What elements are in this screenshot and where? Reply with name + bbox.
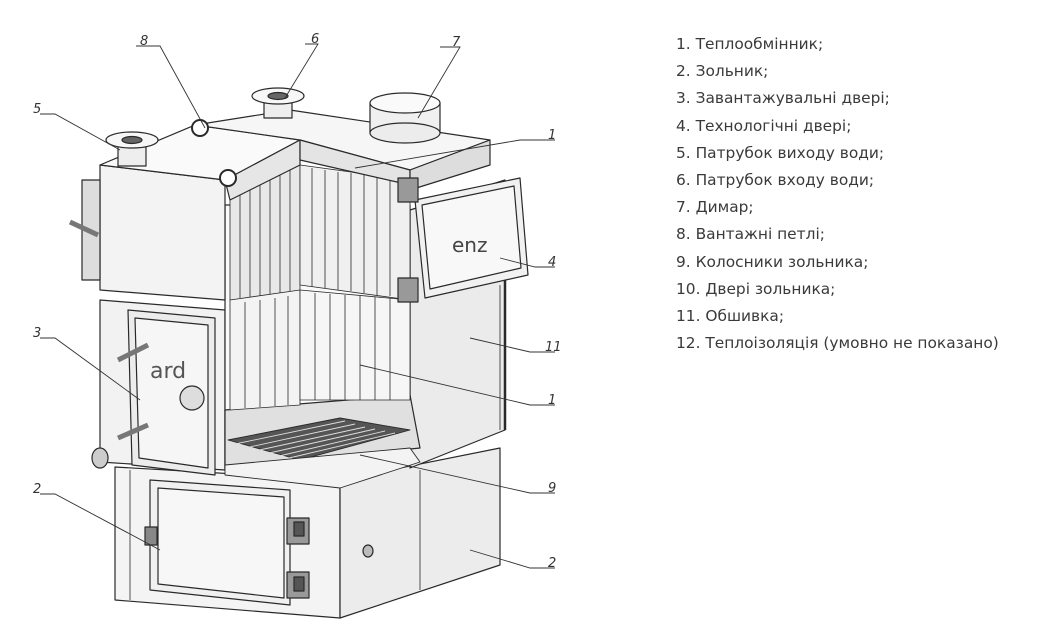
water-inlet-pipe xyxy=(251,87,305,119)
water-outlet-pipe xyxy=(105,131,159,167)
legend-item: 5. Патрубок виходу води; xyxy=(676,143,885,162)
legend-item: 1. Теплообмінник; xyxy=(676,35,824,53)
legend-item: 4. Технологічні двері; xyxy=(676,116,852,135)
loading-door-logo: ard xyxy=(150,359,186,384)
callout-4: 4 xyxy=(548,255,556,270)
legend-item: 8. Вантажні петлі; xyxy=(676,225,825,244)
callout-3: 3 xyxy=(33,326,41,341)
callout-labels: 5 8 6 7 1 4 11 3 1 9 2 2 xyxy=(33,32,562,571)
callout-1b: 1 xyxy=(548,393,556,408)
legend-item: 9. Колосники зольника; xyxy=(676,252,869,271)
heat-exchanger xyxy=(229,164,411,411)
chimney xyxy=(369,92,441,144)
callout-9: 9 xyxy=(548,481,556,496)
upper-left-housing xyxy=(99,124,301,301)
callout-1: 1 xyxy=(548,128,556,143)
parts-legend: 1. Теплообмінник; 2. Зольник; 3. Заванта… xyxy=(676,31,999,357)
leader-lines xyxy=(40,43,555,569)
legend-item: 3. Завантажувальні двері; xyxy=(676,89,890,108)
legend-item: 6. Патрубок входу води; xyxy=(676,171,875,190)
callout-5: 5 xyxy=(33,102,41,117)
ash-door xyxy=(144,479,310,606)
side-handle xyxy=(68,179,101,281)
tech-door: enz xyxy=(397,177,529,303)
legend-item: 2. Зольник; xyxy=(676,62,769,81)
callout-8: 8 xyxy=(140,34,148,49)
legend-item: 11. Обшивка; xyxy=(676,307,785,326)
callout-11: 11 xyxy=(545,340,562,355)
callout-7: 7 xyxy=(452,35,461,50)
tech-door-logo: enz xyxy=(452,233,487,257)
legend-item: 7. Димар; xyxy=(676,198,754,217)
legend-item: 10. Двері зольника; xyxy=(676,279,836,298)
legend-item: 12. Теплоізоляція (умовно не показано) xyxy=(676,334,999,353)
callout-6: 6 xyxy=(311,32,319,47)
loading-door: ard xyxy=(91,309,216,476)
callout-2b: 2 xyxy=(548,556,556,571)
grate-bars xyxy=(224,417,421,489)
callout-2: 2 xyxy=(33,482,41,497)
lifting-loops xyxy=(191,119,237,187)
